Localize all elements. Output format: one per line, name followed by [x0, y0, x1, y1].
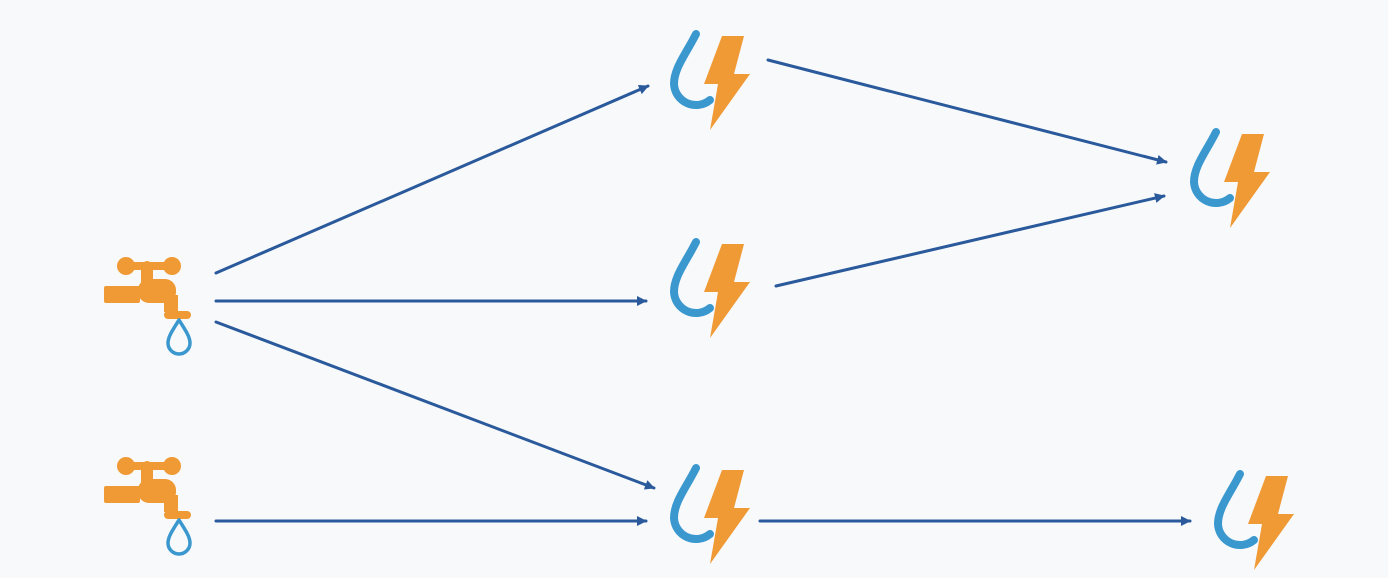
edges	[214, 58, 1192, 526]
hydro-power-icon	[670, 464, 750, 564]
water-tap-icon	[104, 457, 192, 556]
edge-plant-1-to-plant-4	[766, 58, 1168, 165]
hydro-power-icon	[1190, 128, 1270, 228]
edge-tap-1-to-plant-1	[214, 84, 650, 275]
hydro-power-icon	[670, 30, 750, 130]
water-tap-icon	[104, 257, 192, 356]
hydro-power-icon	[670, 238, 750, 338]
hydro-power-icon	[1214, 470, 1294, 570]
edge-plant-2-to-plant-4	[774, 193, 1166, 288]
edge-tap-1-to-plant-3	[214, 320, 656, 490]
